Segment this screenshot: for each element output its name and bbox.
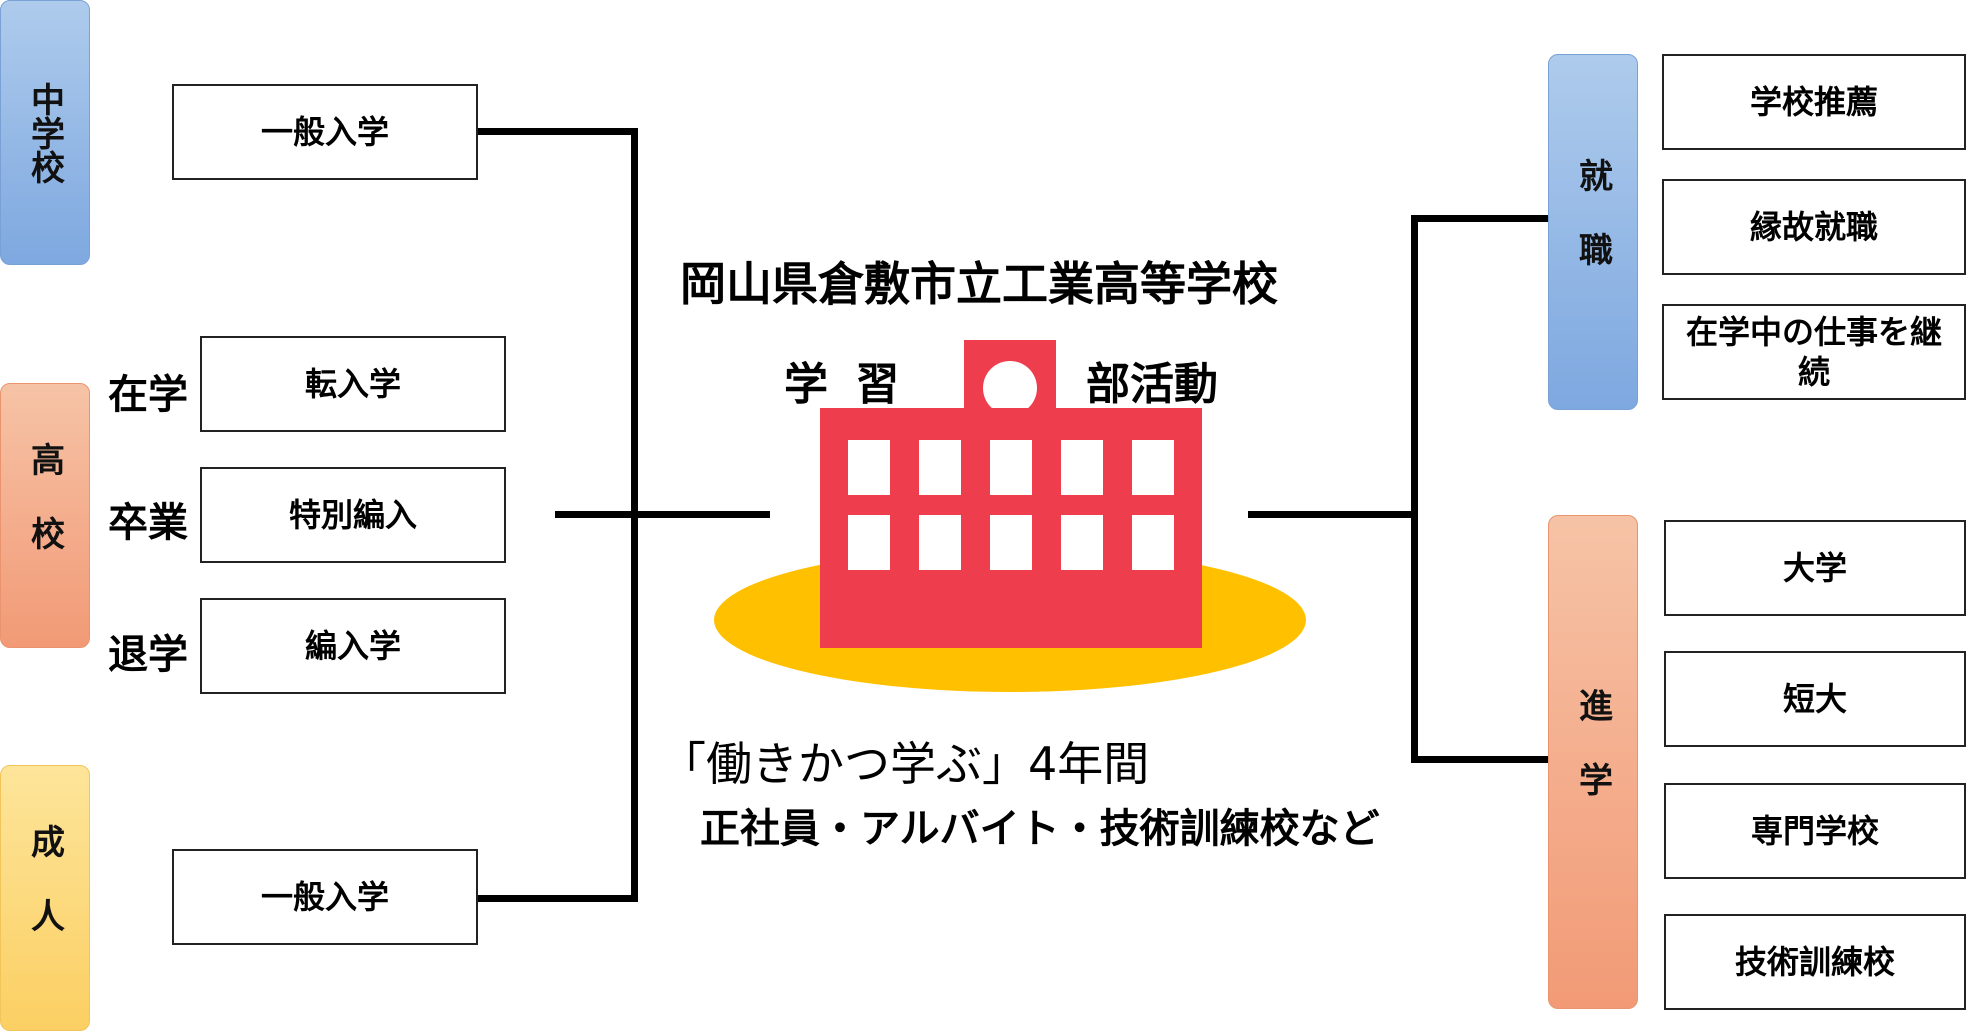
further-study-tab: 進学: [1548, 515, 1638, 1009]
technical-school-label: 技術訓練校: [1734, 943, 1895, 981]
connector-right-vertical: [1411, 215, 1418, 763]
employment-label: 就職: [1572, 158, 1613, 306]
special-transfer-box: 特別編入: [200, 467, 506, 563]
special-transfer-label: 特別編入: [288, 496, 417, 534]
status-enrolled-label: 在学: [108, 372, 188, 418]
transfer-label: 転入学: [304, 365, 401, 403]
connector-top-horizontal: [478, 128, 638, 135]
connector-bottom-horizontal: [478, 895, 638, 902]
transfer-box: 転入学: [200, 336, 506, 432]
high-school-tab: 高校: [0, 383, 90, 648]
school-recommendation-label: 学校推薦: [1749, 83, 1878, 121]
status-graduated-label: 卒業: [108, 500, 188, 546]
junior-college-box: 短大: [1664, 651, 1966, 747]
re-admission-label: 編入学: [304, 627, 401, 665]
continue-job-box: 在学中の仕事を継続: [1662, 304, 1966, 400]
slogan: 「働きかつ学ぶ」4年間: [660, 737, 1150, 791]
middle-school-tab: 中学校: [0, 0, 90, 265]
re-admission-box: 編入学: [200, 598, 506, 694]
work-types: 正社員・アルバイト・技術訓練校など: [700, 806, 1380, 852]
club-label: 部活動: [1086, 359, 1218, 410]
continue-job-label: 在学中の仕事を継続: [1685, 313, 1942, 391]
school-name: 岡山県倉敷市立工業高等学校: [680, 257, 1278, 311]
clock-icon: [983, 361, 1037, 415]
high-school-label: 高校: [24, 441, 65, 590]
adult-label: 成人: [24, 824, 65, 972]
vocational-school-box: 専門学校: [1664, 783, 1966, 879]
university-box: 大学: [1664, 520, 1966, 616]
employment-tab: 就職: [1548, 54, 1638, 410]
school-building-illustration: [714, 340, 1306, 692]
vocational-school-label: 専門学校: [1750, 812, 1879, 850]
general-admission-box-bottom: 一般入学: [172, 849, 478, 945]
connector-to-further-study: [1411, 756, 1548, 763]
connection-employment-box: 縁故就職: [1662, 179, 1966, 275]
window-row-bottom: [848, 515, 1174, 570]
general-admission-label-top: 一般入学: [260, 113, 389, 151]
junior-college-label: 短大: [1782, 680, 1847, 718]
general-admission-label-bottom: 一般入学: [260, 878, 389, 916]
university-label: 大学: [1782, 549, 1847, 587]
adult-tab: 成人: [0, 765, 90, 1031]
school-recommendation-box: 学校推薦: [1662, 54, 1966, 150]
connector-school-to-right: [1248, 511, 1418, 518]
status-withdrawn-label: 退学: [108, 632, 188, 678]
connector-to-employment: [1411, 215, 1548, 222]
study-label: 学 習: [784, 359, 906, 410]
further-study-label: 進学: [1572, 688, 1613, 836]
window-row-top: [848, 440, 1174, 495]
technical-school-box: 技術訓練校: [1664, 914, 1966, 1010]
middle-school-label: 中学校: [24, 81, 65, 184]
connection-employment-label: 縁故就職: [1749, 208, 1878, 246]
connector-left-to-school: [555, 511, 770, 518]
general-admission-box-top: 一般入学: [172, 84, 478, 180]
